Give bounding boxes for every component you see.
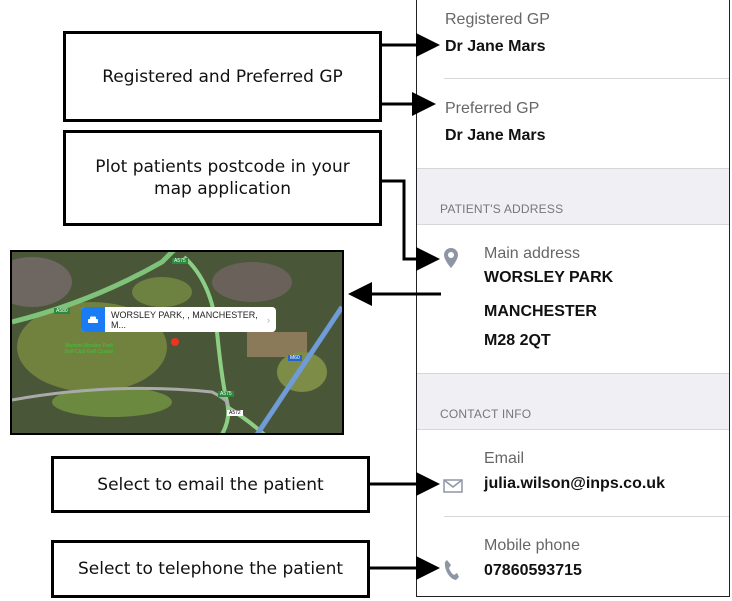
section-header-contact: CONTACT INFO: [417, 373, 729, 430]
preferred-gp-value: Dr Jane Mars: [445, 127, 546, 144]
road-label: A572: [227, 410, 243, 416]
phone-icon: [443, 559, 459, 586]
callout-text: Plot patients postcode in your map appli…: [95, 157, 350, 199]
map-background: [12, 252, 342, 433]
road-label: A580: [54, 308, 70, 314]
callout-map: Plot patients postcode in your map appli…: [63, 130, 382, 226]
mobile-label: Mobile phone: [484, 537, 581, 554]
section-header-address: PATIENT'S ADDRESS: [417, 168, 729, 225]
envelope-icon: [443, 479, 463, 498]
mobile-value: 07860593715: [484, 562, 582, 579]
email-row[interactable]: Email julia.wilson@inps.co.uk: [417, 430, 729, 516]
callout-text: Registered and Preferred GP: [102, 66, 343, 87]
address-row[interactable]: Main address WORSLEY PARK MANCHESTER M28…: [417, 225, 729, 373]
callout-email: Select to email the patient: [51, 456, 370, 513]
mobile-row[interactable]: Mobile phone 07860593715: [417, 517, 729, 597]
patient-details-panel: Registered GP Dr Jane Mars Preferred GP …: [416, 0, 730, 597]
callout-gp: Registered and Preferred GP: [63, 31, 382, 122]
callout-phone: Select to telephone the patient: [51, 540, 370, 598]
section-title: PATIENT'S ADDRESS: [440, 202, 564, 216]
address-line2: MANCHESTER: [484, 303, 597, 320]
address-line1: WORSLEY PARK: [484, 269, 614, 286]
callout-text: Select to email the patient: [97, 474, 324, 495]
location-pin-icon: [443, 247, 459, 274]
car-icon: [81, 307, 105, 332]
address-label: Main address: [484, 245, 581, 262]
map-view[interactable]: A575 A580 M60 A572 A575 Marriott Worsley…: [10, 250, 344, 435]
chevron-right-icon: ›: [267, 314, 270, 325]
registered-gp-value: Dr Jane Mars: [445, 38, 546, 55]
divider: [444, 78, 729, 79]
place-label: Marriott Worsley Park Golf Club Golf Cou…: [64, 343, 114, 355]
section-title: CONTACT INFO: [440, 407, 532, 421]
road-label: A575: [218, 391, 234, 397]
popup-address: WORSLEY PARK, , MANCHESTER, M...: [111, 309, 258, 330]
email-label: Email: [484, 450, 525, 467]
postcode: M28 2QT: [484, 332, 551, 349]
callout-text: Select to telephone the patient: [77, 559, 344, 579]
registered-gp-label: Registered GP: [445, 11, 550, 28]
map-popup[interactable]: WORSLEY PARK, , MANCHESTER, M... ›: [81, 307, 276, 332]
divider: [444, 516, 729, 517]
road-label: A575: [172, 258, 188, 264]
email-value: julia.wilson@inps.co.uk: [484, 475, 665, 492]
road-label: M60: [288, 355, 302, 361]
preferred-gp-label: Preferred GP: [445, 100, 540, 117]
